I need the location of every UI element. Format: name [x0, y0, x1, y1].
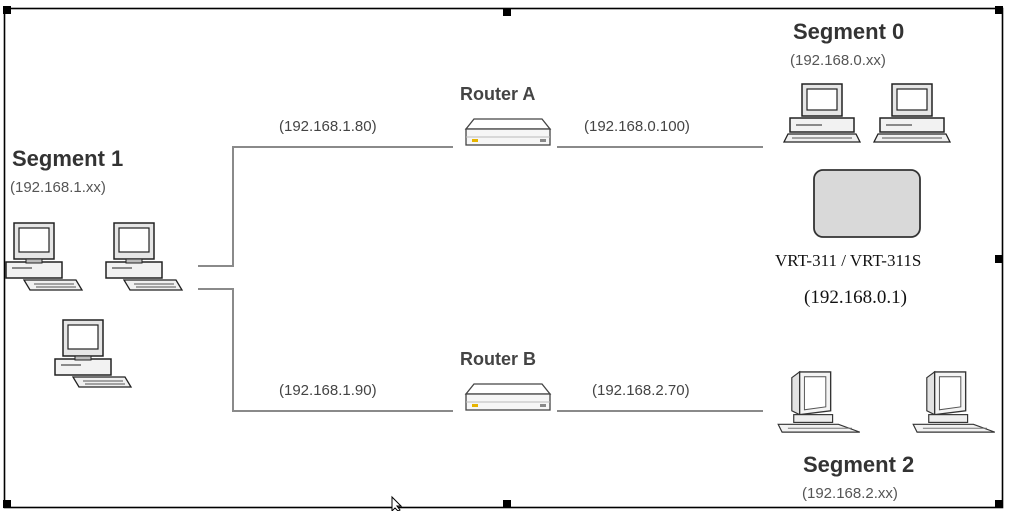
router-a-icon [466, 119, 550, 145]
segment1-subnet: (192.168.1.xx) [10, 179, 106, 196]
resize-handle[interactable] [995, 500, 1003, 508]
device-model: VRT-311 / VRT-311S [775, 251, 921, 271]
device-ip: (192.168.0.1) [804, 287, 907, 309]
router-a-lan-ip: (192.168.1.80) [279, 118, 377, 135]
workstation-icon [913, 372, 995, 432]
segment0-subnet: (192.168.0.xx) [790, 52, 886, 69]
resize-handle[interactable] [995, 255, 1003, 263]
link-segment1-router-a [198, 147, 453, 266]
router-a-wan-ip: (192.168.0.100) [584, 118, 690, 135]
resize-handle[interactable] [995, 6, 1003, 14]
resize-handle[interactable] [3, 500, 11, 508]
computer-icon [6, 223, 82, 290]
segment2-subnet: (192.168.2.xx) [802, 485, 898, 502]
resize-handle[interactable] [503, 8, 511, 16]
segment1-title: Segment 1 [12, 146, 123, 172]
vrt-device-icon [814, 170, 920, 237]
router-b-icon [466, 384, 550, 410]
computer-icon [55, 320, 131, 387]
segment0-title: Segment 0 [793, 19, 904, 45]
workstation-icon [778, 372, 860, 432]
mouse-cursor-icon [392, 497, 401, 511]
router-b-wan-ip: (192.168.2.70) [592, 382, 690, 399]
router-b-lan-ip: (192.168.1.90) [279, 382, 377, 399]
resize-handle[interactable] [3, 6, 11, 14]
resize-handle[interactable] [503, 500, 511, 508]
router-b-title: Router B [460, 349, 536, 370]
segment2-title: Segment 2 [803, 452, 914, 478]
computer-icon [784, 84, 860, 142]
network-links [198, 147, 763, 411]
computer-icon [106, 223, 182, 290]
router-a-title: Router A [460, 84, 535, 105]
computer-icon [874, 84, 950, 142]
